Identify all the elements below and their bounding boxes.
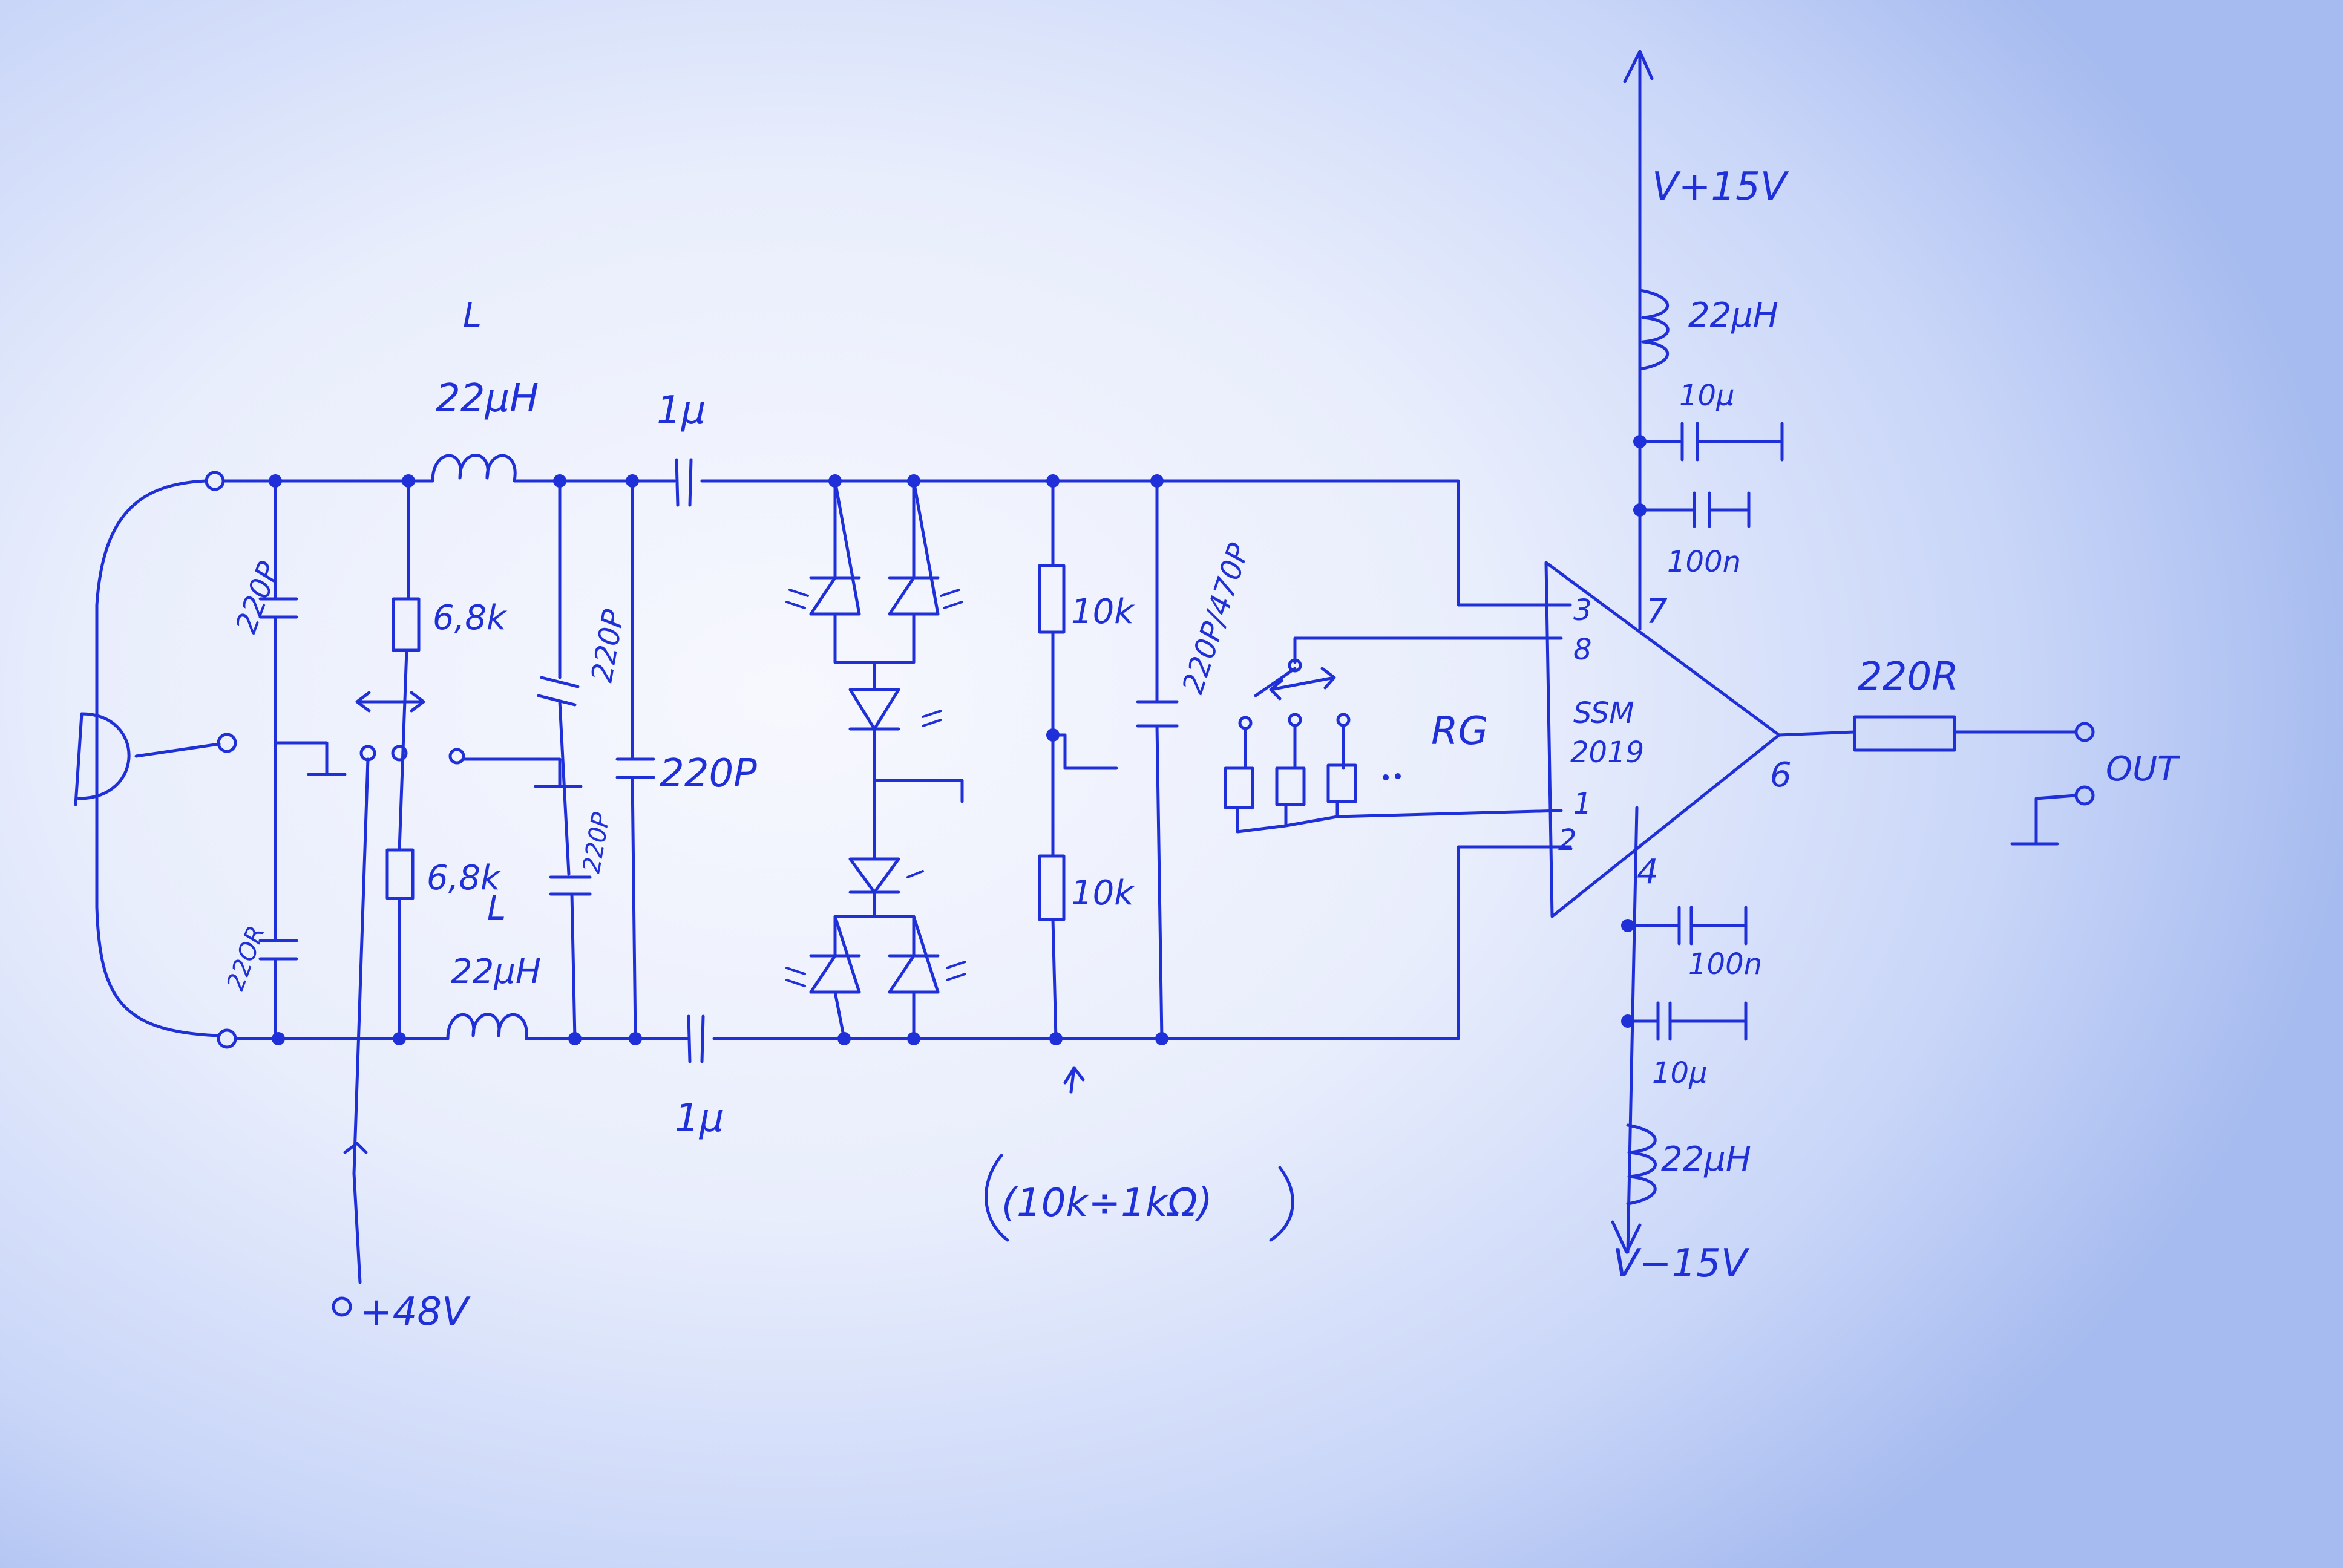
label-ic-name: SSM	[1573, 696, 1634, 730]
led-protection	[785, 479, 966, 1040]
label-pin6: 6	[1770, 756, 1792, 795]
label-pin8: 8	[1573, 633, 1592, 667]
label-r-out: 220R	[1858, 655, 1959, 699]
label-c-220p-470p: 220P/470P	[1176, 540, 1256, 698]
label-l-top-value: 22μH	[436, 376, 539, 421]
label-c-220p-4: 220P	[578, 810, 616, 875]
label-l-top-letter: L	[463, 296, 482, 335]
output-stage	[1777, 715, 2095, 846]
label-c-plus-10u: 10μ	[1679, 379, 1735, 413]
label-ic-number: 2019	[1570, 736, 1644, 769]
label-vplus: V+15V	[1652, 165, 1789, 209]
signal-rails	[222, 474, 1572, 1045]
label-c-plus-100n: 100n	[1667, 545, 1741, 579]
label-pin7: 7	[1646, 592, 1668, 632]
label-phantom: +48V	[360, 1290, 471, 1334]
label-l-plus: 22μH	[1688, 296, 1778, 335]
rg-switch	[1224, 636, 1563, 834]
phantom-network	[332, 479, 583, 1317]
resistor-divider	[985, 479, 1294, 1242]
label-r-range: (10k÷1kΩ)	[1001, 1181, 1213, 1226]
xlr-input	[74, 471, 237, 1049]
coupling-cap-top	[675, 458, 693, 507]
label-pin2: 2	[1558, 823, 1577, 857]
rf-caps	[537, 479, 655, 1040]
label-l-bottom-value: 22μH	[451, 952, 541, 991]
label-l-minus: 22μH	[1661, 1140, 1751, 1179]
label-l-bottom-letter: L	[487, 889, 506, 928]
label-r-10k-bottom: 10k	[1071, 874, 1135, 913]
inductor-top	[431, 454, 517, 483]
label-pin1: 1	[1573, 787, 1592, 821]
ssm2019-preamp	[1544, 50, 1784, 1254]
input-caps	[258, 479, 347, 1040]
label-rg: RG	[1431, 709, 1488, 754]
label-c-220p-3: 220P	[585, 607, 631, 685]
label-r-68k-bottom: 6,8k	[427, 858, 502, 898]
label-pin3: 3	[1573, 593, 1592, 627]
label-r-68k-top: 6,8k	[433, 598, 508, 638]
label-r-10k-top: 10k	[1071, 592, 1135, 632]
label-c-minus-10u: 10μ	[1652, 1056, 1708, 1090]
label-cap-in-bottom: 1μ	[675, 1096, 724, 1141]
inductor-bottom	[446, 1013, 528, 1040]
label-out: OUT	[2106, 750, 2180, 789]
label-c-minus-100n: 100n	[1688, 947, 1762, 981]
label-cap-in-top: 1μ	[657, 388, 706, 433]
label-vminus: V−15V	[1613, 1241, 1750, 1286]
label-c-220p-5: 220P	[660, 751, 757, 796]
label-pin4: 4	[1637, 852, 1659, 892]
coupling-cap-bottom	[687, 1014, 705, 1063]
